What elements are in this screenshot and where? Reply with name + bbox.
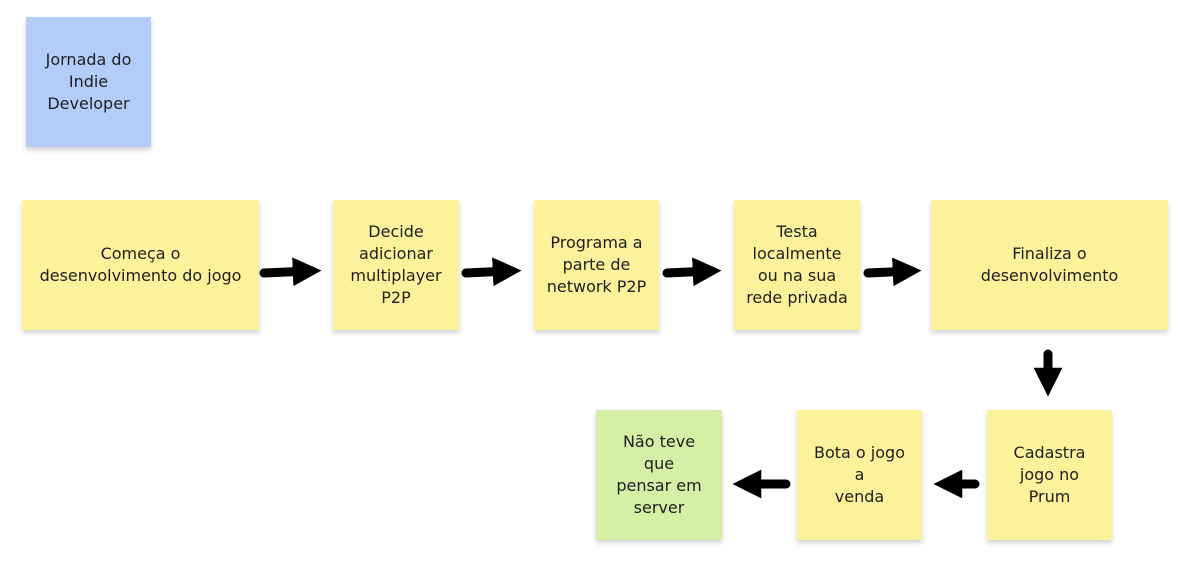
arrow-step1-to-step2[interactable] bbox=[259, 257, 322, 287]
step-1-text: Começa o desenvolvimento do jogo bbox=[39, 244, 242, 285]
sticky-note-step-5[interactable]: Finaliza o desenvolvimento bbox=[931, 200, 1168, 330]
step-2-text: Decide adicionar multiplayer P2P bbox=[350, 222, 442, 307]
sticky-note-step-1[interactable]: Começa o desenvolvimento do jogo bbox=[22, 200, 259, 330]
title-note-text: Jornada do Indie Developer bbox=[45, 50, 132, 113]
arrow-step2-to-step3[interactable] bbox=[461, 257, 522, 287]
step-3-text: Programa a parte de network P2P bbox=[546, 233, 647, 296]
step-5-text: Finaliza o desenvolvimento bbox=[980, 244, 1119, 285]
sticky-note-step-4[interactable]: Testa localmente ou na sua rede privada bbox=[734, 200, 860, 330]
step-7-text: Bota o jogo a venda bbox=[814, 443, 905, 506]
step-6-text: Cadastra jogo no Prum bbox=[1013, 443, 1086, 506]
sticky-note-step-2[interactable]: Decide adicionar multiplayer P2P bbox=[333, 200, 459, 330]
sticky-note-step-3[interactable]: Programa a parte de network P2P bbox=[534, 200, 659, 330]
final-step-text: Não teve que pensar em server bbox=[616, 432, 702, 517]
arrow-step3-to-step4[interactable] bbox=[662, 257, 722, 287]
title-sticky-note[interactable]: Jornada do Indie Developer bbox=[26, 17, 151, 147]
sticky-note-step-6[interactable]: Cadastra jogo no Prum bbox=[987, 410, 1112, 540]
sticky-note-final-step[interactable]: Não teve que pensar em server bbox=[596, 410, 722, 540]
sticky-note-step-7[interactable]: Bota o jogo a venda bbox=[797, 410, 922, 540]
step-4-text: Testa localmente ou na sua rede privada bbox=[746, 222, 848, 307]
arrow-step4-to-step5[interactable] bbox=[863, 257, 922, 287]
